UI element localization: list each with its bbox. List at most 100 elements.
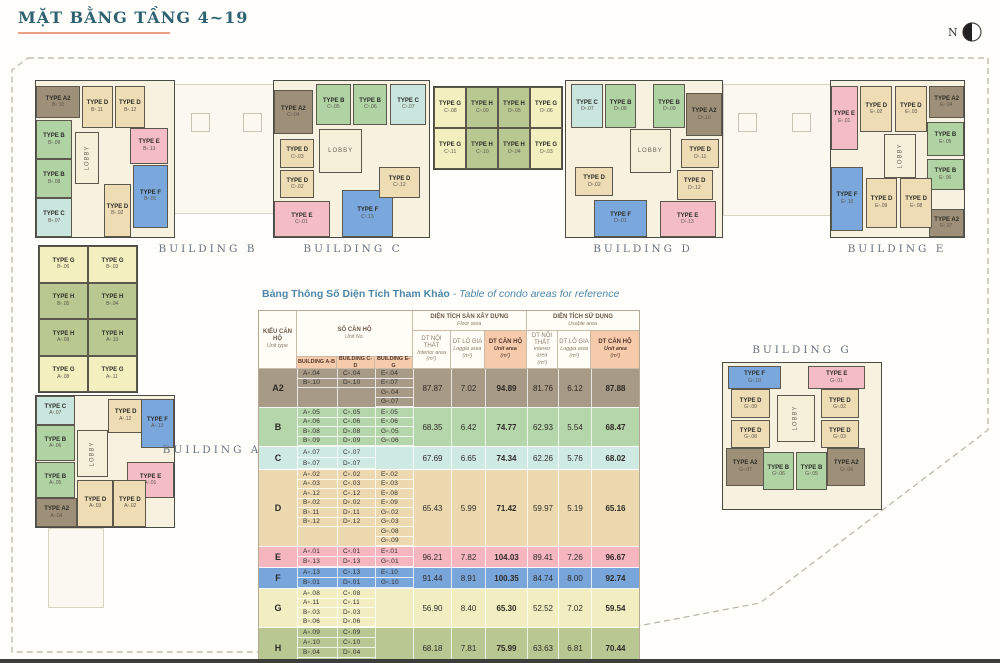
unit-type-label: TYPE F xyxy=(610,211,632,218)
unit-type-cell: F xyxy=(275,573,281,583)
area-value-cell: 7.02 xyxy=(451,369,485,407)
area-value-cell: 70.44 xyxy=(591,628,639,663)
unit-number: C▫.06 xyxy=(338,418,375,427)
unit-number: D▫.09 xyxy=(338,437,375,446)
unit-number: B▫.02 xyxy=(298,499,337,508)
area-value-cell: 91.44 xyxy=(413,568,451,588)
unit-number-label: B▫.01 xyxy=(144,196,157,202)
unit-number-label: E▫.10 xyxy=(840,199,854,205)
area-value-cell: 92.74 xyxy=(591,568,639,588)
unit-type-cell: G xyxy=(274,603,282,613)
unit-type-label: TYPE D xyxy=(114,409,137,416)
area-value-cell: 7.81 xyxy=(451,628,485,663)
unit-number-label: D▫.13 xyxy=(681,219,694,225)
unit-number-label: E▫.06 xyxy=(939,175,952,181)
unit-type-cell: A2 xyxy=(272,383,284,393)
area-value-cell: 56.90 xyxy=(413,589,451,627)
unit-number: G▫.08 xyxy=(376,527,413,537)
unit-type-label: TYPE B xyxy=(767,464,790,471)
north-label: N xyxy=(948,25,958,39)
unit-type-label: TYPE G xyxy=(101,367,124,374)
area-value-cell: 67.69 xyxy=(413,447,451,469)
unit-numbers-cell: A▫.09A▫.10B▫.04B▫.05 xyxy=(297,628,337,663)
unit-number: B▫.11 xyxy=(298,508,337,518)
area-value-cell: 68.35 xyxy=(413,408,451,446)
area-value-cell: 52.52 xyxy=(527,589,558,627)
area-value-cell: 75.99 xyxy=(485,628,527,663)
unit-type-label: TYPE H xyxy=(471,101,493,108)
unit-type-label: TYPE C xyxy=(576,99,598,106)
unit-type-label: TYPE A2 xyxy=(934,95,960,102)
unit-number-label: C▫.02 xyxy=(290,184,304,190)
area-value-cell: 96.21 xyxy=(413,547,451,567)
unit-number-label: A▫.10 xyxy=(106,337,119,343)
unit-type-label: TYPE H xyxy=(503,142,525,149)
unit-numbers-cell: C▫.09C▫.10D▫.04D▫.05 xyxy=(337,628,375,663)
lobby-block: LOBBY xyxy=(74,132,100,184)
unit-number: A▫.11 xyxy=(298,599,337,608)
area-value-cell: 8.91 xyxy=(451,568,485,588)
unit-type-label: TYPE D xyxy=(905,196,927,203)
unit-type-label: TYPE D xyxy=(739,427,762,434)
area-value-cell: 87.88 xyxy=(591,369,639,407)
unit-number: C▫.09 xyxy=(338,628,375,638)
unit-number-label: B▫.13 xyxy=(142,146,156,152)
area-value-cell: 62.93 xyxy=(527,408,558,446)
unit-number-label: G▫.01 xyxy=(830,378,844,384)
unit-type-label: TYPE F xyxy=(357,207,379,214)
lobby-block: LOBBY xyxy=(77,430,108,478)
area-value-cell: 6.12 xyxy=(558,369,591,407)
unit-number: C▫.02 xyxy=(338,470,375,480)
deck-column xyxy=(738,113,757,132)
unit-number: G▫.01 xyxy=(376,557,413,567)
lobby-block: LOBBY xyxy=(776,395,815,442)
unit-number: A▫.01 xyxy=(298,547,337,557)
area-value-cell: 84.74 xyxy=(527,568,558,588)
unit-number-label: B▫.09 xyxy=(47,139,61,146)
unit-number: A▫.08 xyxy=(298,589,337,599)
bottom-edge-bar xyxy=(0,659,1000,663)
unit-number: B▫.01 xyxy=(298,578,337,588)
unit-number-label: A▫.09 xyxy=(57,337,70,343)
unit-number: E▫.04 xyxy=(376,369,413,379)
header-building-cd: BUILDING C-D xyxy=(337,356,375,369)
unit-number-label: D▫.03 xyxy=(539,148,553,155)
unit-type-label: TYPE B xyxy=(934,132,957,139)
area-value-cell: 71.42 xyxy=(485,470,527,546)
unit-type-label: TYPE B xyxy=(43,133,65,140)
header-usable-interior: DT NỘI THẤT Interior area (m²) xyxy=(527,331,558,369)
unit-type-label: TYPE H xyxy=(471,142,493,149)
amenity-deck xyxy=(48,528,104,608)
area-value-cell: 5.54 xyxy=(558,408,591,446)
unit-number-label: E▫.07 xyxy=(940,223,953,229)
area-value-cell: 6.65 xyxy=(451,447,485,469)
area-value-cell: 65.16 xyxy=(591,470,639,546)
lobby-block: LOBBY xyxy=(629,129,671,174)
unit-number: E▫.02 xyxy=(376,470,413,480)
unit-type-label: TYPE E xyxy=(138,139,160,146)
unit-type-label: TYPE F xyxy=(836,192,858,199)
unit-number: G▫.02 xyxy=(376,508,413,518)
